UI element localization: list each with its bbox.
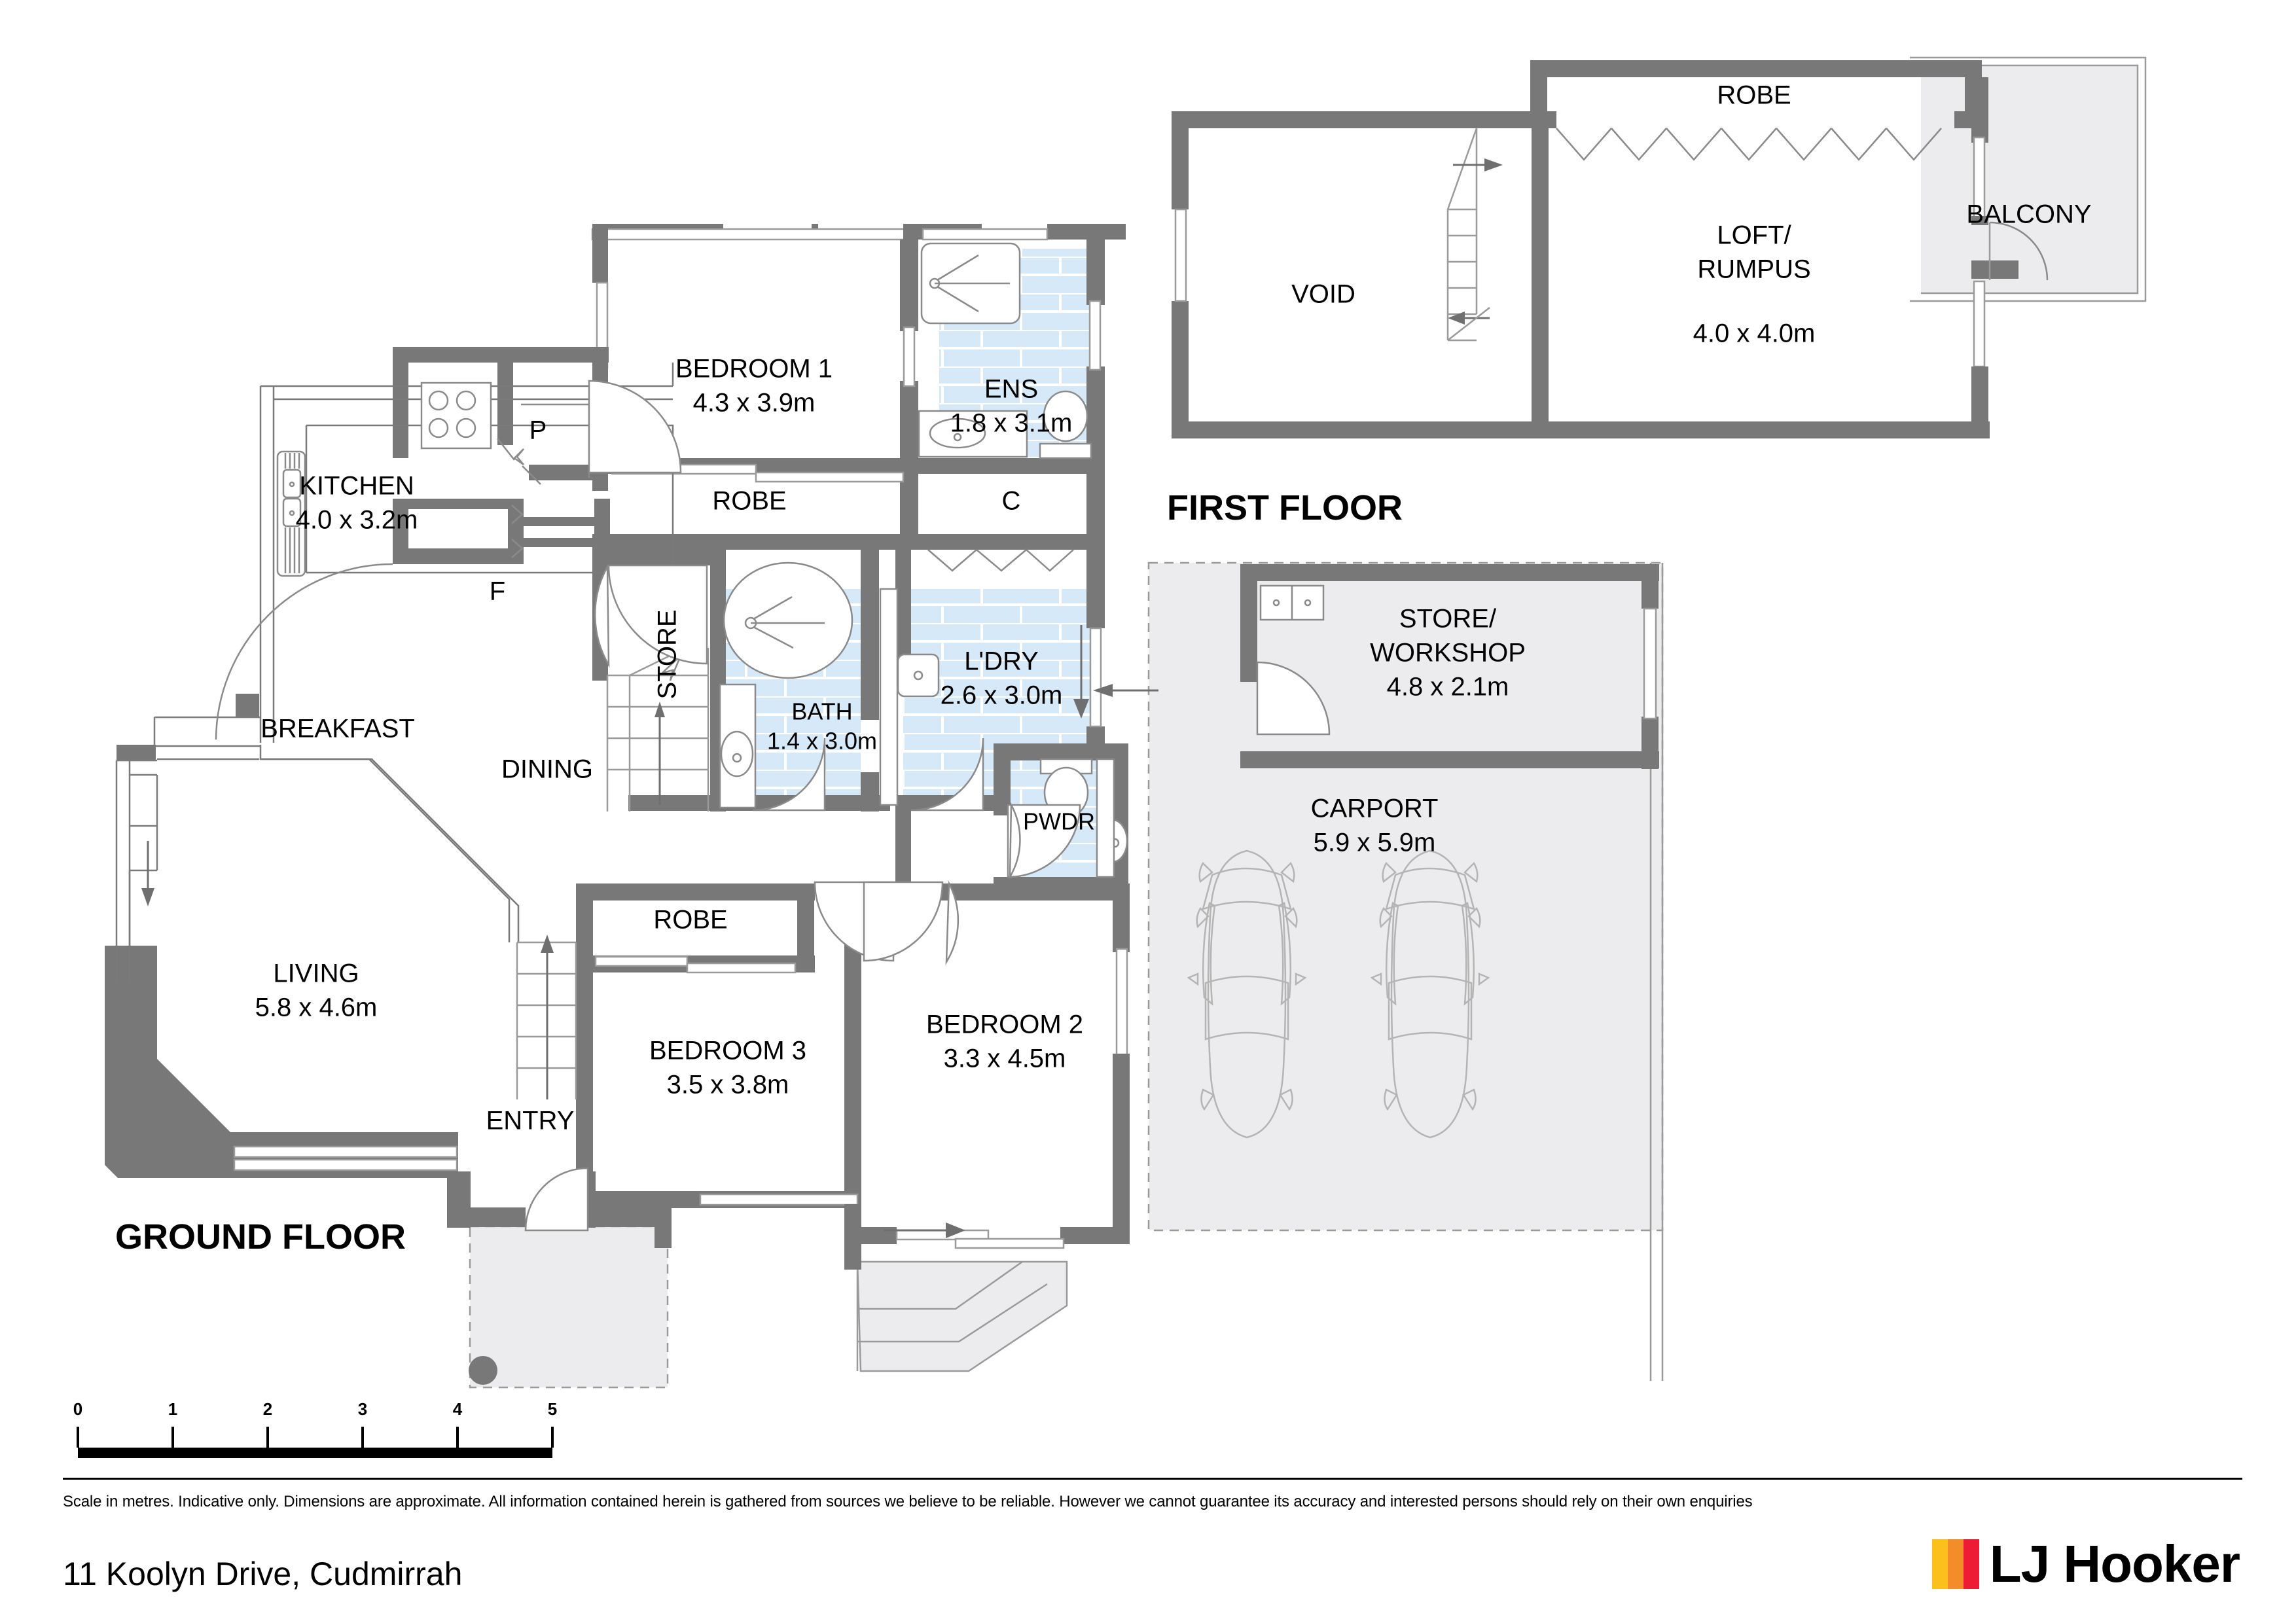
label-cupboard: C [1002, 487, 1021, 516]
toilet-icon-ens [1039, 390, 1092, 459]
label-kitchen-dim: 4.0 x 3.2m [296, 506, 418, 535]
label-robe-first-floor: ROBE [1717, 81, 1791, 110]
bathtub-icon [723, 562, 853, 679]
label-bedroom3: BEDROOM 3 [649, 1037, 806, 1065]
label-loft-dim: 4.0 x 4.0m [1693, 319, 1816, 348]
label-bath-dim: 1.4 x 3.0m [767, 728, 877, 755]
sink-icon [276, 450, 306, 577]
logo-bar-red [1963, 1539, 1979, 1589]
label-loft-2: RUMPUS [1697, 255, 1810, 284]
logo-bar-orange [1947, 1539, 1964, 1589]
scale-tick-1: 1 [168, 1399, 177, 1419]
label-workshop-2: WORKSHOP [1370, 639, 1526, 668]
workshop-carport [1187, 564, 1659, 1139]
label-balcony: BALCONY [1966, 200, 2091, 229]
property-address: 11 Koolyn Drive, Cudmirrah [63, 1556, 463, 1592]
label-loft-1: LOFT/ [1717, 221, 1791, 250]
disclaimer-text: Scale in metres. Indicative only. Dimens… [63, 1493, 1753, 1510]
scale-tick-0: 0 [73, 1399, 82, 1419]
ground-floor-thin-lines [115, 363, 674, 982]
label-fridge: F [490, 577, 505, 606]
cooktop-icon [420, 382, 492, 450]
logo-bar-yellow [1931, 1539, 1948, 1589]
label-store: STORE [653, 609, 682, 699]
scale-tick-5: 5 [548, 1399, 557, 1419]
staircase-store [606, 647, 709, 812]
staircase-first-floor [1446, 128, 1503, 342]
vanity-icon-ens [918, 410, 1028, 458]
car-icon-left [1187, 849, 1307, 1139]
label-bedroom3-dim: 3.5 x 3.8m [667, 1071, 789, 1099]
label-workshop-1: STORE/ [1399, 605, 1497, 633]
label-living: LIVING [273, 959, 359, 988]
label-breakfast: BREAKFAST [260, 715, 415, 743]
label-ens-dim: 1.8 x 3.1m [950, 409, 1073, 438]
label-kitchen: KITCHEN [299, 472, 414, 501]
label-ens: ENS [984, 375, 1038, 404]
laundry-tub-icon [897, 653, 940, 698]
label-robe-bedroom1: ROBE [712, 487, 786, 516]
scale-tick-3: 3 [358, 1399, 367, 1419]
label-robe-bedroom3: ROBE [653, 906, 727, 935]
sink-icon-workshop [1259, 584, 1325, 621]
room-labels: KITCHEN 4.0 x 3.2m P F BREAKFAST DINING … [255, 81, 2092, 1135]
first-floor-title: FIRST FLOOR [1167, 488, 1403, 527]
label-pantry: P [529, 416, 547, 445]
logo-wordmark: LJ Hooker [1989, 1535, 2240, 1593]
footer-divider [63, 1478, 2242, 1480]
lj-hooker-logo: LJ Hooker [1931, 1535, 2240, 1593]
logo-color-bars [1931, 1539, 1979, 1589]
label-pwdr: PWDR [1023, 808, 1095, 835]
label-ldry: L'DRY [964, 647, 1039, 676]
label-living-dim: 5.8 x 4.6m [255, 993, 378, 1022]
label-carport-dim: 5.9 x 5.9m [1314, 829, 1436, 857]
scale-bar: 0 1 2 3 4 5 [73, 1399, 557, 1458]
label-dining: DINING [501, 755, 593, 784]
ground-floor-fixtures [141, 242, 1158, 1238]
label-bedroom1-dim: 4.3 x 3.9m [693, 389, 816, 418]
label-void: VOID [1291, 280, 1355, 309]
label-bath: BATH [791, 698, 852, 725]
vanity-icon-bath [719, 683, 757, 809]
scale-tick-2: 2 [263, 1399, 272, 1419]
label-bedroom1: BEDROOM 1 [675, 355, 833, 383]
first-floor-plan [1172, 56, 2147, 438]
scale-tick-4: 4 [453, 1399, 463, 1419]
label-entry: ENTRY [486, 1107, 575, 1135]
label-carport: CARPORT [1311, 794, 1439, 823]
shower-icon-ens [920, 242, 1021, 325]
label-ldry-dim: 2.6 x 3.0m [941, 681, 1063, 710]
label-workshop-dim: 4.8 x 2.1m [1387, 673, 1509, 702]
car-icon-right [1370, 849, 1490, 1139]
label-bedroom2: BEDROOM 2 [926, 1010, 1083, 1039]
label-bedroom2-dim: 3.3 x 4.5m [944, 1044, 1066, 1073]
ground-floor-title: GROUND FLOOR [115, 1217, 406, 1257]
staircase-dining [516, 935, 577, 1099]
